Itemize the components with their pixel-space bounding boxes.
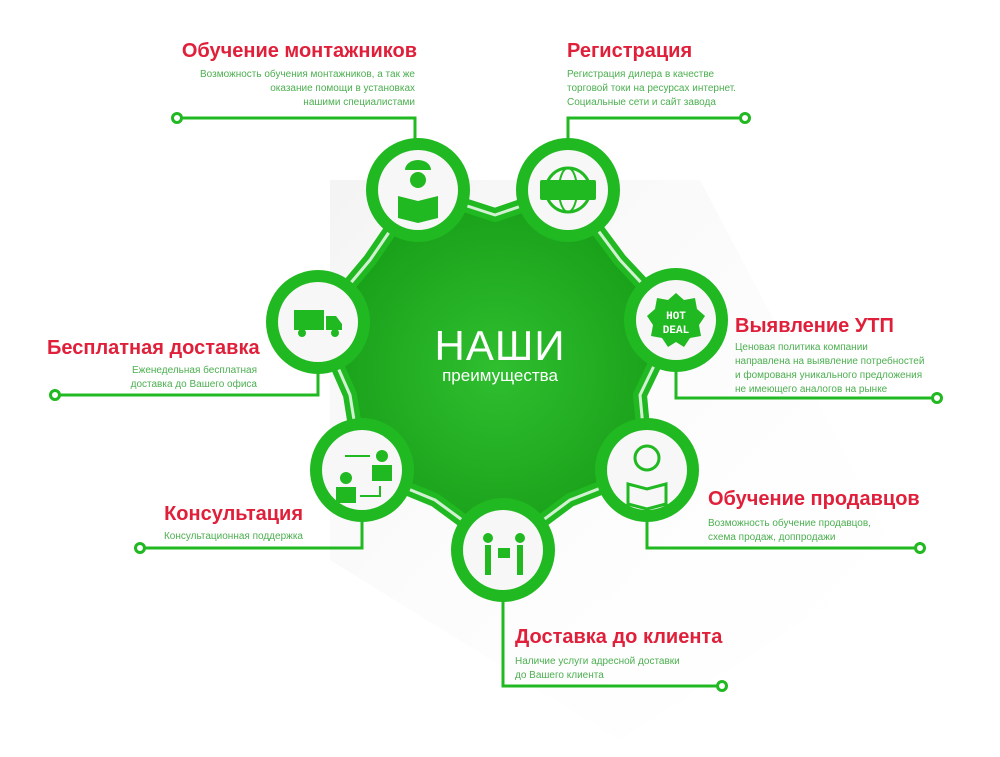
truck-icon xyxy=(294,310,342,337)
handover-icon xyxy=(483,533,525,575)
seller-reading-icon xyxy=(626,444,668,511)
item-desc-consultation: Консультационная поддержка xyxy=(163,531,303,542)
connector-dots xyxy=(49,112,943,692)
consultation-icon xyxy=(336,450,392,503)
item-title-seller-training: Обучение продавцов xyxy=(708,488,920,510)
item-title-registration: Регистрация xyxy=(567,40,693,62)
hot-label: HOT xyxy=(666,311,686,323)
item-title-installer-training: Обучение монтажников xyxy=(181,40,417,62)
installer-reading-icon xyxy=(398,160,438,223)
www-globe-icon xyxy=(540,166,596,214)
item-title-usp: Выявление УТП xyxy=(735,315,894,337)
center-subtitle: преимущества xyxy=(442,366,558,385)
hot-deal-icon xyxy=(647,293,705,347)
item-title-client-delivery: Доставка до клиента xyxy=(515,626,723,648)
item-desc-installer-training: Возможность обучения монтажников, а так … xyxy=(200,69,415,108)
item-title-consultation: Консультация xyxy=(164,503,303,525)
item-title-free-delivery: Бесплатная доставка xyxy=(47,337,260,359)
connector-lines xyxy=(60,116,932,688)
center-title: НАШИ xyxy=(434,322,566,369)
item-desc-seller-training: Возможность обучение продавцов,схема про… xyxy=(708,518,871,543)
deal-label: DEAL xyxy=(663,325,690,337)
